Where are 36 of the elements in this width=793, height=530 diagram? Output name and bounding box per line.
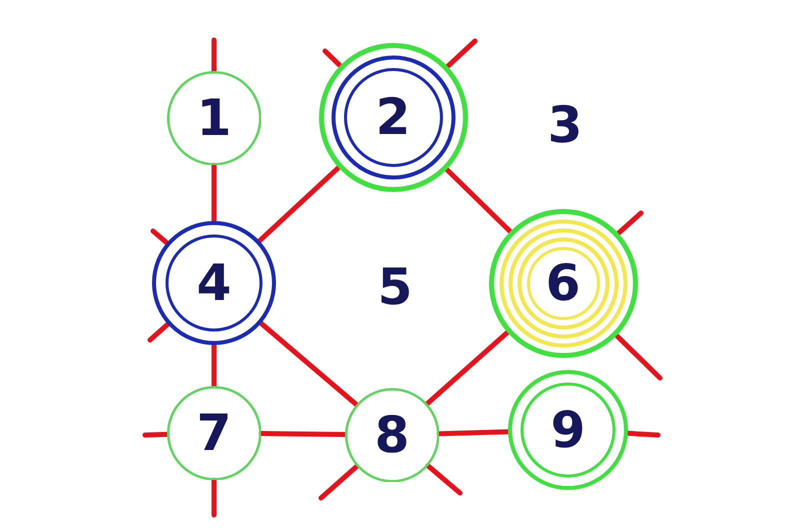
connector-line xyxy=(212,162,216,224)
connector-line xyxy=(212,478,216,518)
concentric-circles xyxy=(508,370,628,490)
digit: 8 xyxy=(374,410,410,460)
digit: 5 xyxy=(378,262,412,312)
connector-line xyxy=(212,342,216,388)
digit: 7 xyxy=(196,408,232,458)
digit: 6 xyxy=(546,258,580,308)
connector-line xyxy=(614,332,662,380)
digit: 1 xyxy=(196,93,232,143)
connector-line xyxy=(258,320,359,407)
connector-line xyxy=(142,432,170,438)
connector-line xyxy=(445,38,478,69)
connector-line xyxy=(150,228,170,246)
circle xyxy=(166,70,262,166)
connector-line xyxy=(257,165,341,244)
connector-line xyxy=(625,430,660,438)
connector-line xyxy=(436,429,510,436)
connector-line xyxy=(424,330,510,406)
digit: 2 xyxy=(376,92,410,142)
connector-line xyxy=(148,322,170,342)
concentric-circles xyxy=(152,221,276,345)
circle xyxy=(344,388,440,482)
digit: 9 xyxy=(550,405,586,455)
connector-line xyxy=(616,210,644,236)
connector-line xyxy=(425,463,462,496)
digit: 3 xyxy=(548,100,582,150)
connector-line xyxy=(444,166,512,234)
concentric-circles xyxy=(488,208,638,358)
connector-line xyxy=(258,431,348,437)
connector-line xyxy=(318,464,360,500)
digit: 4 xyxy=(196,258,232,308)
concentric-circles xyxy=(318,42,468,192)
connector-line xyxy=(322,48,342,68)
connector-line xyxy=(212,38,216,74)
circle xyxy=(166,386,262,480)
